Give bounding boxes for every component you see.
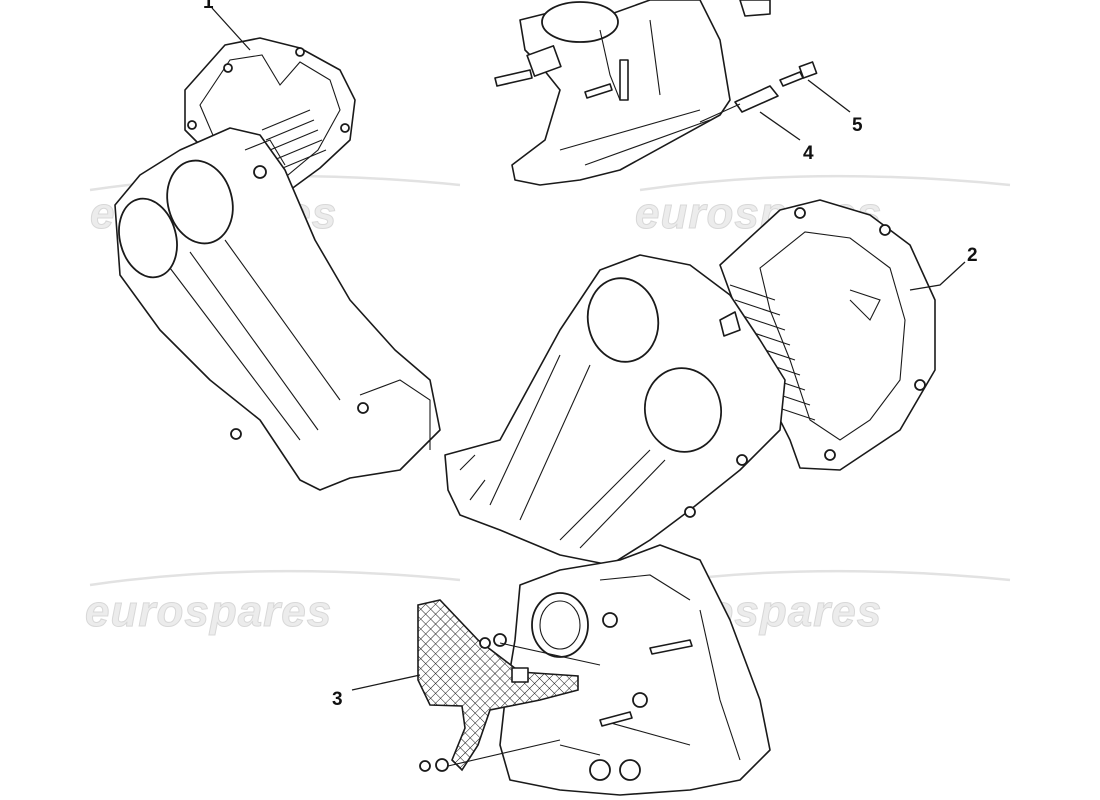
throttle-body-assembly [494, 0, 771, 186]
nut-icon [419, 760, 431, 772]
leader-line-1 [211, 7, 251, 51]
callout-5: 5 [852, 115, 863, 136]
callout-2: 2 [967, 245, 978, 266]
leader-line-3 [351, 674, 421, 691]
watermark-text: eurospares [85, 587, 332, 636]
leader-line-5 [807, 79, 851, 113]
washer-icon [493, 633, 507, 647]
nut-icon [479, 637, 491, 649]
leader-lines [211, 7, 966, 691]
washer-icon [435, 758, 449, 772]
callout-labels: 1 2 3 4 5 [203, 0, 978, 710]
part-3-mesh-gasket [417, 599, 579, 772]
leader-line-2 [909, 261, 966, 291]
callout-3: 3 [332, 689, 343, 710]
leader-line-4 [759, 111, 801, 141]
part-5-bolt [779, 61, 818, 87]
lower-timing-housing [499, 544, 771, 796]
part-4-rod [699, 85, 779, 123]
callout-4: 4 [803, 143, 814, 164]
watermark-bottom-left: eurospares [85, 569, 461, 637]
callout-1: 1 [203, 0, 214, 13]
fasteners [419, 633, 601, 772]
center-timing-belt-cover [444, 254, 786, 566]
left-timing-belt-cover [114, 127, 441, 491]
